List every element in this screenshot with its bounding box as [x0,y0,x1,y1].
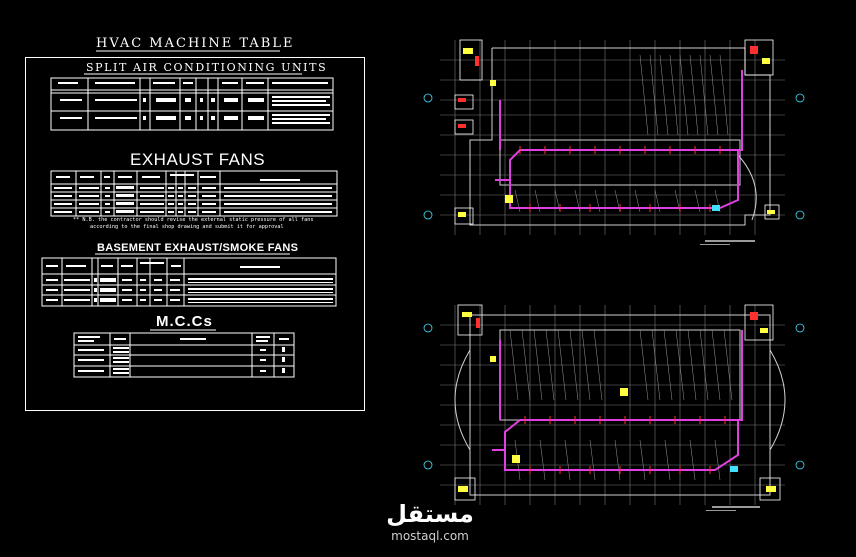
schedule-frame [25,57,365,411]
upper-parking-hatch [514,54,729,213]
exhaust-fans-table-text [54,174,332,213]
lower-duct-route [492,330,743,471]
mostaql-watermark: مستقل mostaql.com [375,500,485,543]
basement-fans-table-text [46,262,333,303]
lower-core-blocks [454,304,781,501]
lower-grid-bubbles [423,323,805,470]
watermark-url: mostaql.com [391,529,469,543]
note-line-1: ** N.B. the contractor should revise the… [73,217,314,223]
lower-floor-plan [423,304,805,511]
lower-grid-lines [440,305,785,505]
watermark-arabic-logo: مستقل [386,500,474,528]
split-ac-table-text [58,82,330,124]
split-ac-table [50,77,334,131]
mcc-table [73,332,295,378]
upper-grid-bubbles [423,93,805,220]
lower-dim-labels [706,506,760,511]
mcc-table-text [78,336,289,374]
upper-duct-diffusers [519,146,721,212]
upper-core-blocks [454,39,780,225]
upper-floor-plan [423,39,805,245]
upper-building-outline [469,47,771,226]
upper-grid-lines [440,40,785,235]
exhaust-fans-title: EXHAUST FANS [130,150,266,169]
upper-duct-route [495,70,743,209]
mcc-title: M.C.Cs [156,313,213,330]
basement-fans-title: BASEMENT EXHAUST/SMOKE FANS [97,242,299,254]
lower-parking-hatch [509,329,733,481]
note-line-2: according to the final shop drawing and … [90,224,284,230]
lower-duct-diffusers [524,416,726,474]
basement-fans-table [41,257,337,307]
upper-dim-labels [700,240,755,245]
hvac-machine-table-title: HVAC MACHINE TABLE [96,36,295,51]
exhaust-fans-table [50,170,338,217]
split-units-title: SPLIT AIR CONDITIONING UNITS [86,61,328,74]
